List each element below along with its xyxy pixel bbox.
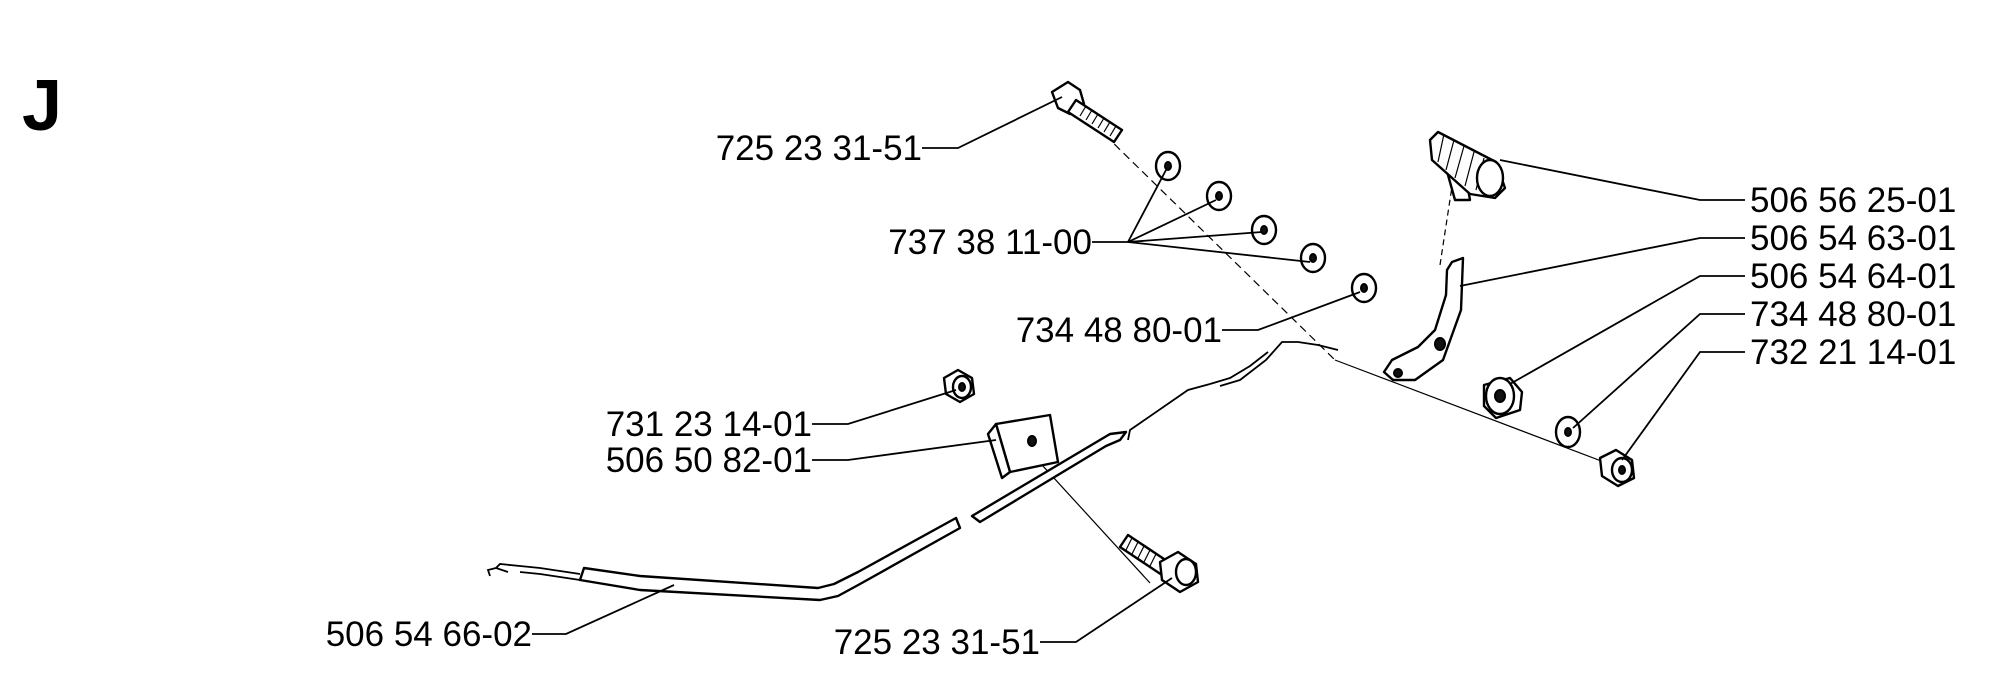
nut-left[interactable]: [942, 368, 976, 404]
label-cable: 506 54 66-02: [326, 615, 532, 654]
washer-3[interactable]: [1250, 214, 1278, 246]
washer-2[interactable]: [1205, 180, 1233, 212]
label-washers-group: 737 38 11-00: [888, 223, 1092, 262]
knob[interactable]: [1428, 130, 1507, 202]
label-washer-mid: 734 48 80-01: [1016, 311, 1222, 350]
nut-right[interactable]: [1598, 448, 1636, 488]
bolt-bottom[interactable]: [1118, 533, 1200, 594]
washer-1[interactable]: [1154, 150, 1182, 182]
assembly-axis-lines: [1009, 134, 1626, 584]
clip[interactable]: [986, 413, 1060, 480]
section-letter: J: [22, 66, 62, 146]
bushing[interactable]: [1482, 376, 1524, 420]
lever[interactable]: [1382, 256, 1465, 382]
cable[interactable]: [486, 341, 1339, 602]
label-washer-right: 734 48 80-01: [1750, 295, 1956, 334]
label-bushing: 506 54 64-01: [1750, 257, 1956, 296]
washer-4[interactable]: [1299, 242, 1327, 274]
leader-lines: [532, 96, 1745, 643]
label-lever: 506 54 63-01: [1750, 219, 1956, 258]
label-nut-left: 731 23 14-01: [606, 405, 812, 444]
label-nut-right: 732 21 14-01: [1750, 333, 1956, 372]
label-clip: 506 50 82-01: [606, 441, 812, 480]
label-knob: 506 56 25-01: [1750, 181, 1956, 220]
label-bolt-top: 725 23 31-51: [716, 129, 922, 168]
washer-mid[interactable]: [1350, 272, 1378, 304]
label-bolt-bottom: 725 23 31-51: [834, 623, 1040, 662]
bolt-top[interactable]: [1050, 80, 1124, 144]
washer-right[interactable]: [1554, 415, 1582, 449]
